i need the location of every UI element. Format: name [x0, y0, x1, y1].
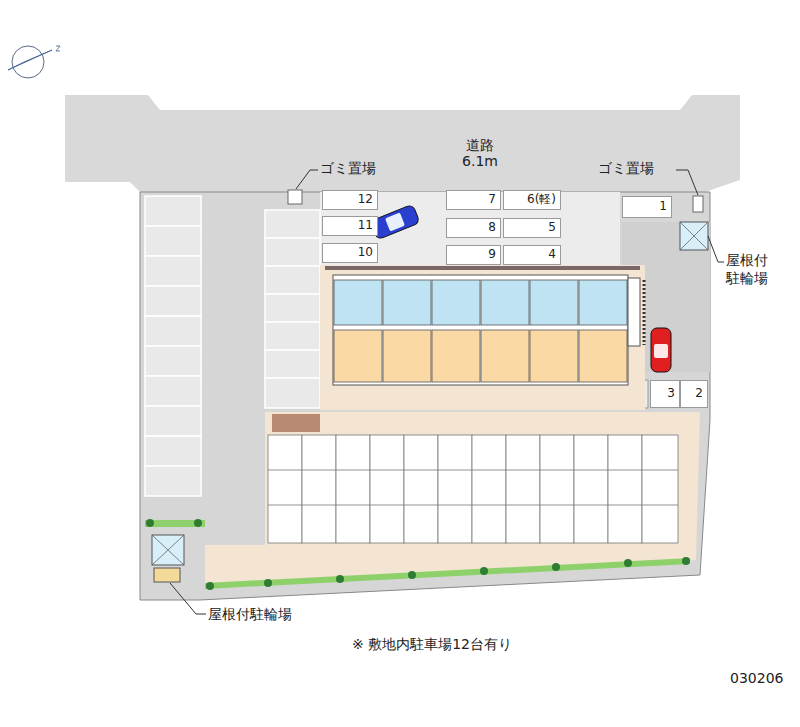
stall-number: 4: [548, 248, 556, 262]
bike-shelter: [152, 535, 184, 565]
stall-number: 5: [548, 221, 556, 235]
stall-number: 1: [659, 200, 667, 214]
parking-stall: 5: [503, 218, 561, 238]
stall-number: 12: [358, 193, 373, 207]
building-1: [325, 268, 644, 385]
parking-stall: 6(軽): [503, 190, 561, 210]
bike-rack: [154, 568, 180, 582]
trees: [145, 519, 690, 590]
parking-stall: 7: [446, 190, 501, 210]
callout-label: ゴミ置場: [598, 160, 654, 178]
parking-stall: 3: [650, 380, 680, 408]
callout-label: ゴミ置場: [320, 160, 376, 178]
stall-number: 8: [488, 221, 496, 235]
road: [65, 95, 740, 192]
building-ground: [205, 412, 700, 585]
note: ※ 敷地内駐車場12台有り: [352, 636, 512, 654]
car: [651, 328, 671, 372]
building-ground: [320, 265, 645, 410]
stall-number: 10: [358, 246, 373, 260]
stairs: [272, 414, 320, 432]
leader-line: [170, 170, 724, 614]
callout-label: 屋根付駐輪場: [208, 606, 292, 624]
parking-stall: 12: [322, 190, 378, 210]
plan-number: 030206: [730, 670, 783, 688]
road-band: 道路6.1m: [430, 128, 530, 178]
site-ground: [140, 192, 710, 600]
parking-stall: 2: [680, 380, 708, 408]
road-label: 道路: [466, 137, 494, 153]
stall-number: 7: [488, 193, 496, 207]
stall-number: 3: [667, 387, 675, 401]
bike-shelter: [680, 222, 708, 250]
callout-label: 屋根付 駐輪場: [726, 252, 774, 287]
parking-stall: 11: [322, 216, 378, 236]
garbage-box: [693, 196, 703, 212]
building-2: [268, 435, 678, 543]
road-label: 6.1m: [462, 153, 498, 169]
parking-stall: 8: [446, 218, 501, 238]
stall-number: 11: [358, 219, 373, 233]
parking-stall: 1: [622, 196, 672, 218]
stall-number: 2: [695, 387, 703, 401]
stall-number: 9: [488, 248, 496, 262]
parking-stall: 4: [503, 245, 561, 265]
stall-number: 6(軽): [527, 193, 556, 207]
parking-stall: 9: [446, 245, 501, 265]
parking-stall: 10: [322, 243, 378, 263]
garbage-box: [288, 190, 302, 204]
compass: [8, 46, 60, 78]
